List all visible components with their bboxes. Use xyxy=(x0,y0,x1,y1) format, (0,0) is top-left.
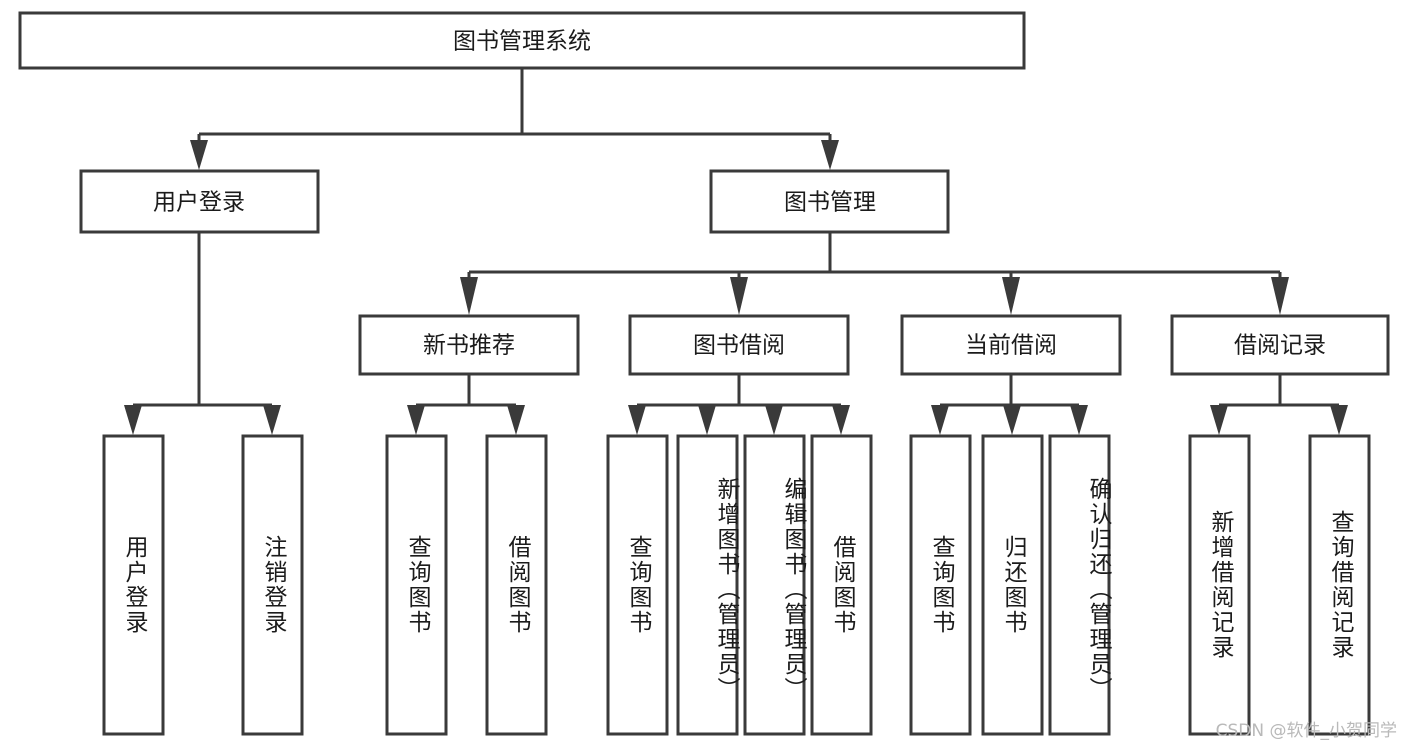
node-box-leaf-add-record[interactable] xyxy=(1188,434,1251,736)
label-user-login: 用户登录 xyxy=(153,190,245,216)
label-new-book-recommend: 新书推荐 xyxy=(423,333,515,359)
node-box-borrow-record[interactable] xyxy=(1170,314,1390,376)
arrow-head-leaf-logout xyxy=(263,405,281,435)
node-box-user-login[interactable] xyxy=(79,169,320,234)
node-box-layer xyxy=(18,11,1390,736)
node-box-leaf-logout[interactable] xyxy=(241,434,304,736)
arrow-head-book-mgmt xyxy=(821,140,839,170)
arrow-head-leaf-query-book-2 xyxy=(628,405,646,435)
arrow-head-leaf-query-book-1 xyxy=(407,405,425,435)
arrow-head-leaf-borrow-book-2 xyxy=(832,405,850,435)
node-box-leaf-query-book-3[interactable] xyxy=(909,434,972,736)
node-box-leaf-borrow-book-1[interactable] xyxy=(485,434,548,736)
node-box-current-borrow[interactable] xyxy=(900,314,1122,376)
node-box-leaf-borrow-book-2[interactable] xyxy=(810,434,873,736)
arrow-head-user-login xyxy=(190,140,208,170)
arrow-head-new-book-rec xyxy=(460,277,478,315)
label-root: 图书管理系统 xyxy=(453,29,591,55)
node-box-root[interactable] xyxy=(18,11,1026,70)
label-current-borrow: 当前借阅 xyxy=(965,333,1057,359)
node-box-leaf-query-record[interactable] xyxy=(1308,434,1371,736)
node-box-leaf-edit-book[interactable] xyxy=(743,434,806,736)
node-box-new-book-recommend[interactable] xyxy=(358,314,580,376)
node-box-book-management[interactable] xyxy=(709,169,950,234)
csdn-watermark: CSDN @软件_小贺同学 xyxy=(1215,721,1397,741)
arrow-head-leaf-query-book-3 xyxy=(931,405,949,435)
arrow-head-leaf-query-record xyxy=(1330,405,1348,435)
node-box-leaf-query-book-2[interactable] xyxy=(606,434,669,736)
arrow-head-leaf-confirm-return xyxy=(1070,405,1088,435)
label-borrow-record: 借阅记录 xyxy=(1234,333,1326,359)
arrow-head-leaf-return-book xyxy=(1003,405,1021,435)
arrow-head-book-borrow xyxy=(730,277,748,315)
connector-layer xyxy=(124,68,1348,435)
node-box-book-borrow[interactable] xyxy=(628,314,850,376)
arrow-head-leaf-edit-book xyxy=(765,405,783,435)
arrow-head-leaf-add-book xyxy=(698,405,716,435)
arrow-head-borrow-record xyxy=(1271,277,1289,315)
node-box-leaf-confirm-return[interactable] xyxy=(1048,434,1111,736)
arrow-head-leaf-borrow-book-1 xyxy=(507,405,525,435)
node-box-leaf-user-login[interactable] xyxy=(102,434,165,736)
label-book-borrow: 图书借阅 xyxy=(693,333,785,359)
node-box-leaf-return-book[interactable] xyxy=(981,434,1044,736)
arrow-head-current-borrow xyxy=(1002,277,1020,315)
arrow-head-leaf-add-record xyxy=(1210,405,1228,435)
horizontal-label-layer: 图书管理系统 用户登录 图书管理 新书推荐 图书借阅 当前借阅 借阅记录 xyxy=(153,29,1326,359)
node-box-leaf-add-book[interactable] xyxy=(676,434,739,736)
node-box-leaf-query-book-1[interactable] xyxy=(385,434,448,736)
arrow-head-leaf-user-login xyxy=(124,405,142,435)
label-book-management: 图书管理 xyxy=(784,190,876,216)
